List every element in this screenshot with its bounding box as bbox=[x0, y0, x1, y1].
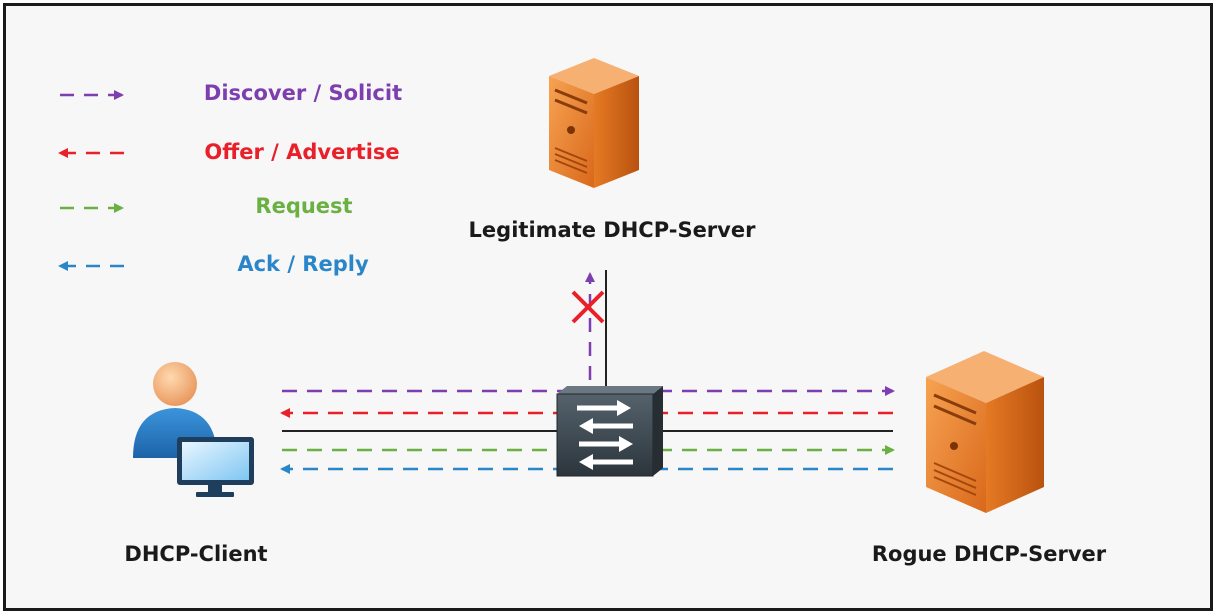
legend-label-request: Request bbox=[255, 194, 353, 218]
legend-arrows bbox=[58, 90, 124, 271]
client-label: DHCP-Client bbox=[124, 542, 268, 566]
blocked-x-icon bbox=[571, 290, 605, 324]
server-icon bbox=[549, 58, 639, 188]
legend-label-offer: Offer / Advertise bbox=[204, 140, 400, 164]
client-icon bbox=[133, 362, 254, 497]
legend-label-ack: Ack / Reply bbox=[237, 252, 369, 276]
rogue-server-label: Rogue DHCP-Server bbox=[871, 542, 1107, 566]
legitimate-server-label: Legitimate DHCP-Server bbox=[468, 218, 756, 242]
rogue-server-icon bbox=[926, 351, 1044, 513]
switch-icon bbox=[556, 386, 663, 477]
legend-label-discover: Discover / Solicit bbox=[203, 81, 403, 105]
